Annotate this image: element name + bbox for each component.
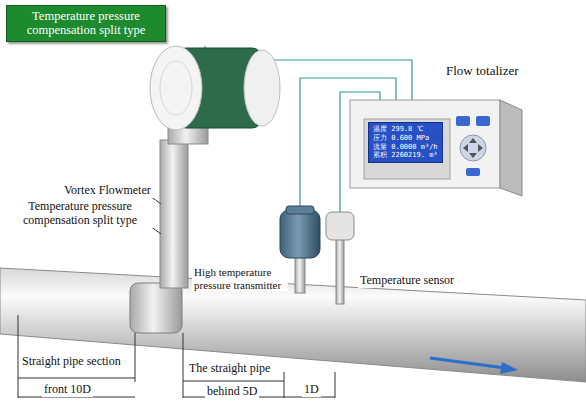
display-reading: 流量 0.0000 m³/h — [373, 143, 438, 152]
flowmeter-cap — [150, 46, 202, 130]
device-label: Temperature pressure compensation split … — [4, 200, 156, 228]
flowmeter-flange — [130, 283, 182, 333]
display-screen: 温度 299.8 ℃压力 0.600 MPa流量 0.0000 m³/h累积 2… — [368, 122, 443, 163]
button — [466, 168, 480, 176]
dimension-label: behind 5D — [205, 385, 259, 399]
direction-pad — [460, 135, 486, 161]
flow-arrowhead — [500, 362, 518, 374]
temperature-sensor-head — [326, 212, 354, 240]
display-reading: 温度 299.8 ℃ — [373, 125, 438, 134]
totalizer-side — [500, 100, 522, 196]
dimension-label: Straight pipe section — [20, 355, 123, 369]
device-label: Vortex Flowmeter — [62, 184, 153, 198]
totalizer-bezel — [364, 119, 450, 179]
totalizer-panel — [350, 100, 500, 188]
pad-arrow — [463, 144, 468, 152]
button — [476, 116, 490, 126]
display-reading: 累积 2260219. m³ — [373, 151, 438, 160]
button — [456, 116, 470, 126]
transmitter-top — [286, 206, 314, 214]
pad-arrow — [478, 144, 483, 152]
device-label: Temperature sensor — [358, 274, 456, 288]
device-label: Flow totalizer — [446, 64, 519, 79]
title-banner: Temperature pressure compensation split … — [6, 5, 166, 42]
title-text: Temperature pressure compensation split … — [11, 9, 161, 38]
dimension-lines — [18, 315, 335, 398]
device-label: High temperature pressure transmitter — [192, 266, 288, 291]
transmitter-neck — [295, 255, 305, 293]
pad-arrow — [469, 153, 477, 158]
flowmeter-stem — [160, 140, 188, 288]
pad-arrow — [469, 138, 477, 143]
dimension-label: 1D — [302, 383, 321, 397]
flowmeter-cap — [244, 50, 280, 126]
display-reading: 压力 0.600 MPa — [373, 134, 438, 143]
dimension-label: front 10D — [42, 383, 93, 397]
flowmeter-cap-ring — [160, 61, 192, 115]
flow-arrow — [430, 358, 505, 368]
sensor-probe — [336, 238, 344, 304]
pipe — [0, 268, 586, 382]
dimension-label: The straight pipe — [187, 362, 272, 376]
pressure-transmitter — [280, 210, 320, 258]
